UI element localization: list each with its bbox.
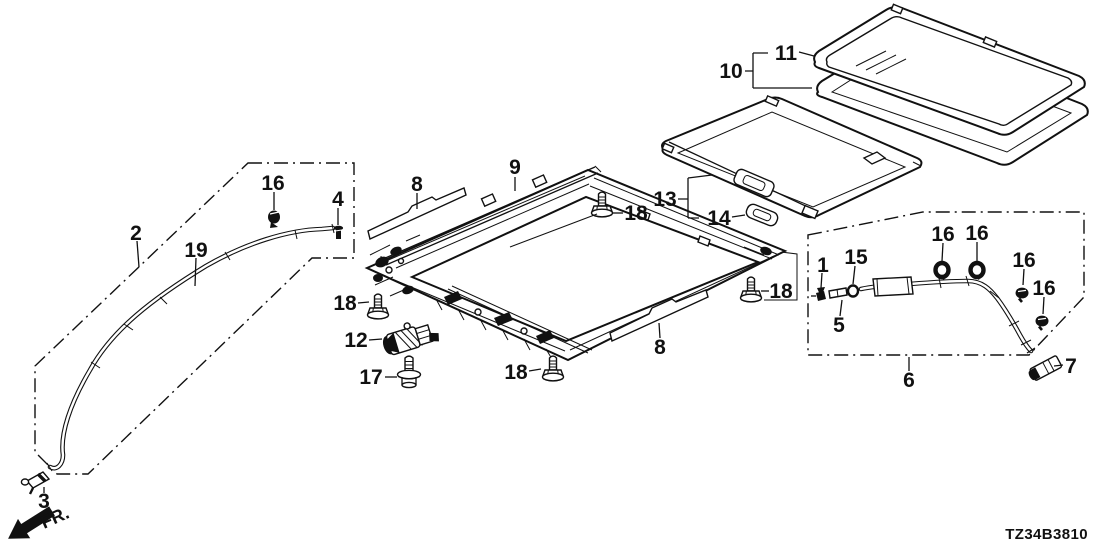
bolt-18-right: [739, 276, 763, 303]
callout-bolt-bottom: 18: [504, 361, 528, 384]
guide-rail-rear-8: [609, 289, 709, 342]
right-box-connector-line: [764, 251, 798, 301]
callout-sunshade: 13: [653, 188, 676, 211]
callout-glass-seal: 11: [775, 42, 798, 65]
callout-drain-tube-left: 19: [184, 239, 207, 262]
callout-tube-clip-b: 16: [965, 222, 988, 245]
callout-motor-bolt: 17: [359, 366, 382, 389]
motor-bolt-17: [396, 355, 422, 389]
clip-16-left: [268, 210, 280, 228]
callout-clip-left: 16: [261, 172, 284, 195]
drain-tube-right-illustration: [811, 275, 1036, 354]
callout-1-arrowhead: [817, 287, 825, 297]
sunshade-illustration: [661, 94, 923, 220]
tube-end-fitting-3: [20, 471, 51, 495]
callout-screw-left: 4: [332, 188, 344, 211]
callout-tube-clip-d: 16: [1032, 277, 1055, 300]
callout-drain-tube-right: 6: [903, 369, 915, 392]
tube-clip-a-16: [936, 263, 949, 279]
bolt-top-mount-line: [509, 213, 598, 248]
callout-motor: 12: [344, 329, 367, 352]
callout-rail-rear: 8: [654, 336, 666, 359]
bolt-18-left: [366, 293, 390, 320]
callout-tube-end-right: 7: [1065, 355, 1077, 378]
sunshade-handle-14: [745, 203, 779, 227]
screw-4: [333, 225, 344, 239]
callout-tube-clamp: 15: [844, 246, 868, 269]
bolt-18-bottom: [541, 355, 565, 382]
callout-tube-clip-c: 16: [1012, 249, 1035, 272]
left-drain-subassembly-box: [34, 162, 355, 475]
callout-tube-clip-a: 16: [931, 223, 954, 246]
drain-tube-left-illustration: [46, 223, 336, 472]
leader-lines: [43, 51, 1064, 493]
tube-clip-c-16: [1014, 286, 1030, 304]
callout-slide-rail: 9: [509, 156, 521, 179]
callout-tube-end-left: 3: [38, 490, 50, 513]
callout-sunshade-handle: 14: [707, 207, 731, 230]
callout-glass-assembly: 10: [719, 60, 742, 83]
front-arrow-icon: [8, 506, 55, 539]
sunroof-motor-12: [382, 322, 439, 356]
tube-clip-d-16: [1034, 314, 1050, 332]
tube-end-fitting-7: [1028, 355, 1063, 381]
callout-bolt-right: 18: [769, 280, 793, 303]
callout-bolt-top: 18: [624, 202, 648, 225]
callout-bolt-left: 18: [333, 292, 357, 315]
callout-rail-front: 8: [411, 173, 423, 196]
glass-seal-illustration: [813, 3, 1086, 136]
tube-clip-b-16: [971, 263, 984, 279]
callout-tube-joint-right: 1: [817, 254, 829, 277]
callout-drain-channel-left: 2: [130, 222, 142, 245]
guide-rail-front-8: [367, 187, 467, 240]
right-drain-subassembly-box: [807, 211, 1085, 356]
diagram-code: TZ34B3810: [1005, 526, 1088, 543]
sunroof-frame-illustration: [364, 165, 788, 362]
callout-tube-sleeve: 5: [833, 314, 845, 337]
